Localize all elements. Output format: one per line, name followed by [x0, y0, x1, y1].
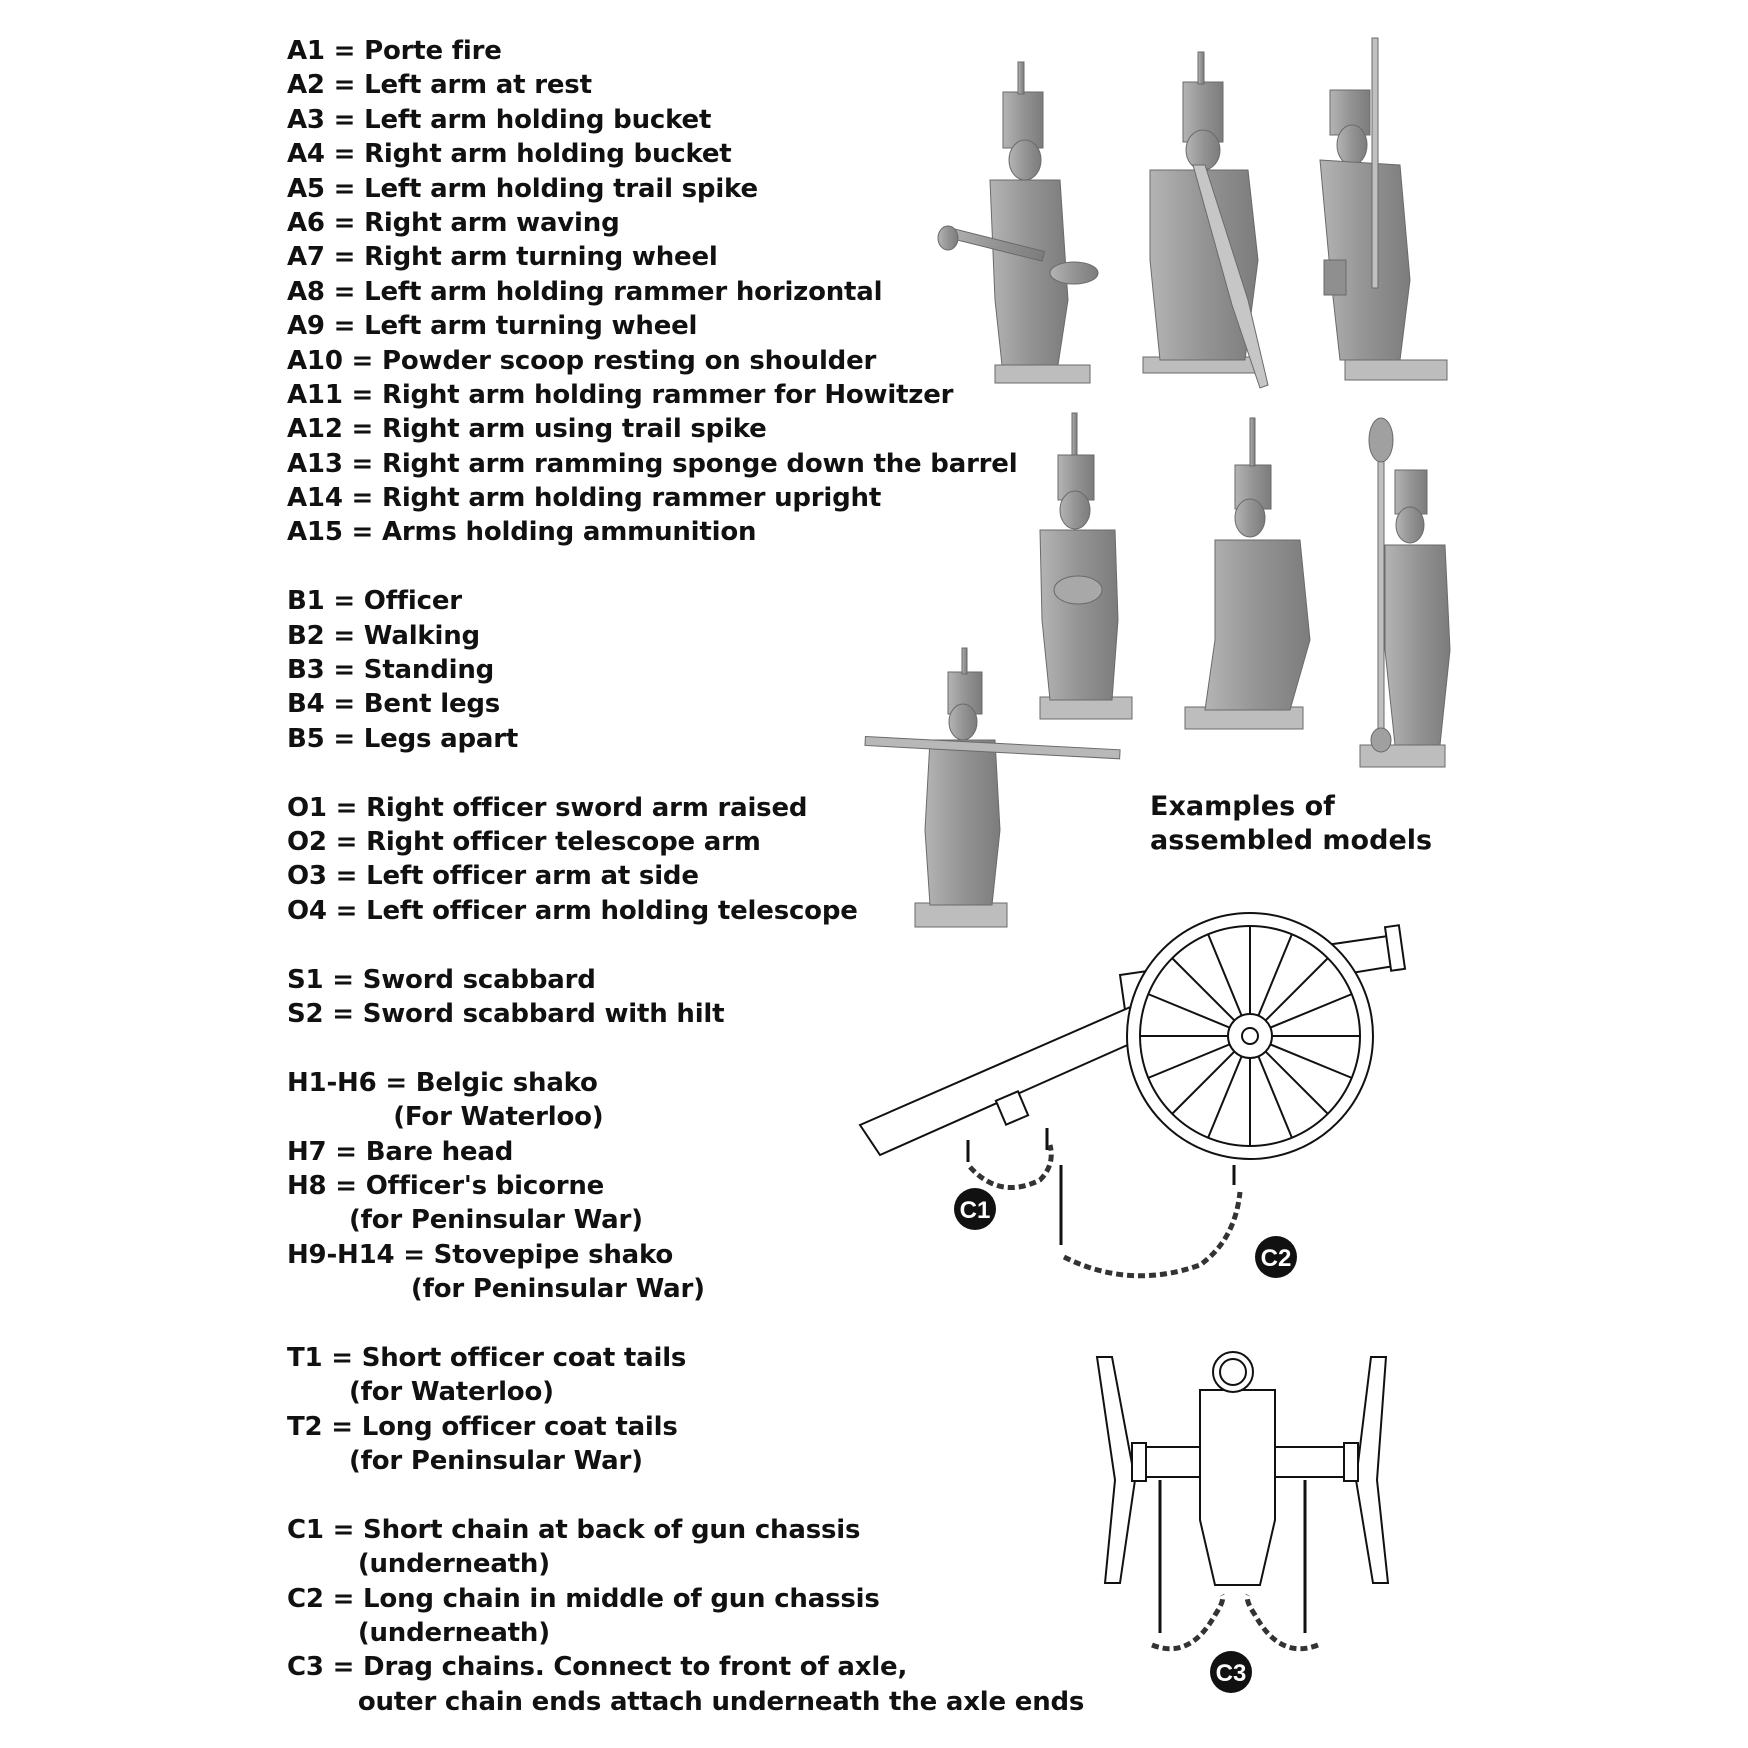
legend-line: A1 = Porte fire: [287, 36, 502, 66]
legend-line: outer chain ends attach underneath the a…: [287, 1686, 1085, 1717]
parts-legend: A1 = Porte fire A2 = Left arm at rest A3…: [287, 34, 1084, 1719]
legend-line: S1 = Sword scabbard: [287, 964, 596, 995]
legend-group-s: S1 = Sword scabbard S2 = Sword scabbard …: [287, 963, 1084, 1032]
legend-line: B1 = Officer: [287, 586, 462, 617]
legend-line: T2 = Long officer coat tails: [287, 1411, 678, 1442]
legend-line: H7 = Bare head: [287, 1136, 514, 1167]
miniature-figure-1: [937, 61, 1099, 384]
callout-c3-badge: C3: [1210, 1651, 1252, 1693]
legend-line: B5 = Legs apart: [287, 723, 519, 754]
legend-line: (for Peninsular War): [287, 1205, 643, 1236]
legend-line: (for Waterloo): [287, 1377, 554, 1408]
legend-line: O4 = Left officer arm holding telescope: [287, 895, 858, 926]
miniature-figure-3: [1319, 37, 1448, 381]
legend-line: H9-H14 = Stovepipe shako: [287, 1239, 674, 1270]
legend-line: B3 = Standing: [287, 655, 495, 686]
legend-line: (underneath): [287, 1617, 550, 1648]
legend-line: A2 = Left arm at rest: [287, 70, 592, 101]
legend-line: A9 = Left arm turning wheel: [287, 311, 698, 342]
examples-caption: Examples of assembled models: [1150, 790, 1432, 859]
legend-line: A13 = Right arm ramming sponge down the …: [287, 448, 1018, 479]
legend-line: A11 = Right arm holding rammer for Howit…: [287, 379, 954, 410]
svg-text:C3: C3: [1216, 1660, 1247, 1687]
miniature-figure-4: [1039, 412, 1133, 720]
legend-line: T1 = Short officer coat tails: [287, 1342, 687, 1373]
legend-line: (underneath): [287, 1549, 550, 1580]
legend-group-b: B1 = Officer B2 = Walking B3 = Standing …: [287, 584, 1084, 756]
miniature-figure-2: [1142, 51, 1269, 389]
legend-line: A10 = Powder scoop resting on shoulder: [287, 345, 877, 376]
legend-group-t: T1 = Short officer coat tails (for Water…: [287, 1341, 1084, 1479]
legend-group-c: C1 = Short chain at back of gun chassis …: [287, 1513, 1084, 1719]
legend-line: B4 = Bent legs: [287, 689, 501, 720]
legend-line: C3 = Drag chains. Connect to front of ax…: [287, 1652, 908, 1683]
legend-group-a: A1 = Porte fire A2 = Left arm at rest A3…: [287, 34, 1084, 550]
svg-text:C1: C1: [960, 1197, 991, 1224]
callout-c1-badge: C1: [954, 1188, 996, 1230]
legend-line: H8 = Officer's bicorne: [287, 1170, 605, 1201]
caption-line-1: Examples of: [1150, 791, 1335, 822]
legend-line: A14 = Right arm holding rammer upright: [287, 483, 882, 514]
legend-line: A15 = Arms holding ammunition: [287, 517, 757, 548]
miniature-figure-7: [864, 647, 1121, 928]
legend-line: A4 = Right arm holding bucket: [287, 139, 732, 170]
legend-line: C2 = Long chain in middle of gun chassis: [287, 1583, 880, 1614]
legend-line: A3 = Left arm holding bucket: [287, 104, 712, 135]
legend-line: A12 = Right arm using trail spike: [287, 414, 767, 445]
legend-line: C1 = Short chain at back of gun chassis: [287, 1514, 861, 1545]
caption-line-2: assembled models: [1150, 825, 1433, 857]
legend-group-h: H1-H6 = Belgic shako (For Waterloo) H7 =…: [287, 1066, 1084, 1307]
legend-line: A6 = Right arm waving: [287, 207, 620, 238]
legend-line: A5 = Left arm holding trail spike: [287, 173, 758, 204]
svg-text:C2: C2: [1261, 1245, 1292, 1272]
legend-line: (for Peninsular War): [287, 1446, 643, 1477]
legend-line: S2 = Sword scabbard with hilt: [287, 998, 725, 1029]
miniature-figure-5: [1184, 417, 1311, 730]
legend-line: O3 = Left officer arm at side: [287, 861, 699, 892]
legend-line: O1 = Right officer sword arm raised: [287, 792, 808, 823]
legend-line: A7 = Right arm turning wheel: [287, 242, 718, 273]
legend-line: (For Waterloo): [287, 1102, 604, 1133]
legend-line: O2 = Right officer telescope arm: [287, 826, 761, 857]
legend-line: (for Peninsular War): [287, 1274, 705, 1305]
legend-line: H1-H6 = Belgic shako: [287, 1067, 598, 1098]
legend-line: A8 = Left arm holding rammer horizontal: [287, 276, 883, 307]
miniature-figure-6: [1359, 417, 1451, 768]
callout-c2-badge: C2: [1255, 1236, 1297, 1278]
legend-group-o: O1 = Right officer sword arm raised O2 =…: [287, 791, 1084, 929]
legend-line: B2 = Walking: [287, 620, 480, 651]
